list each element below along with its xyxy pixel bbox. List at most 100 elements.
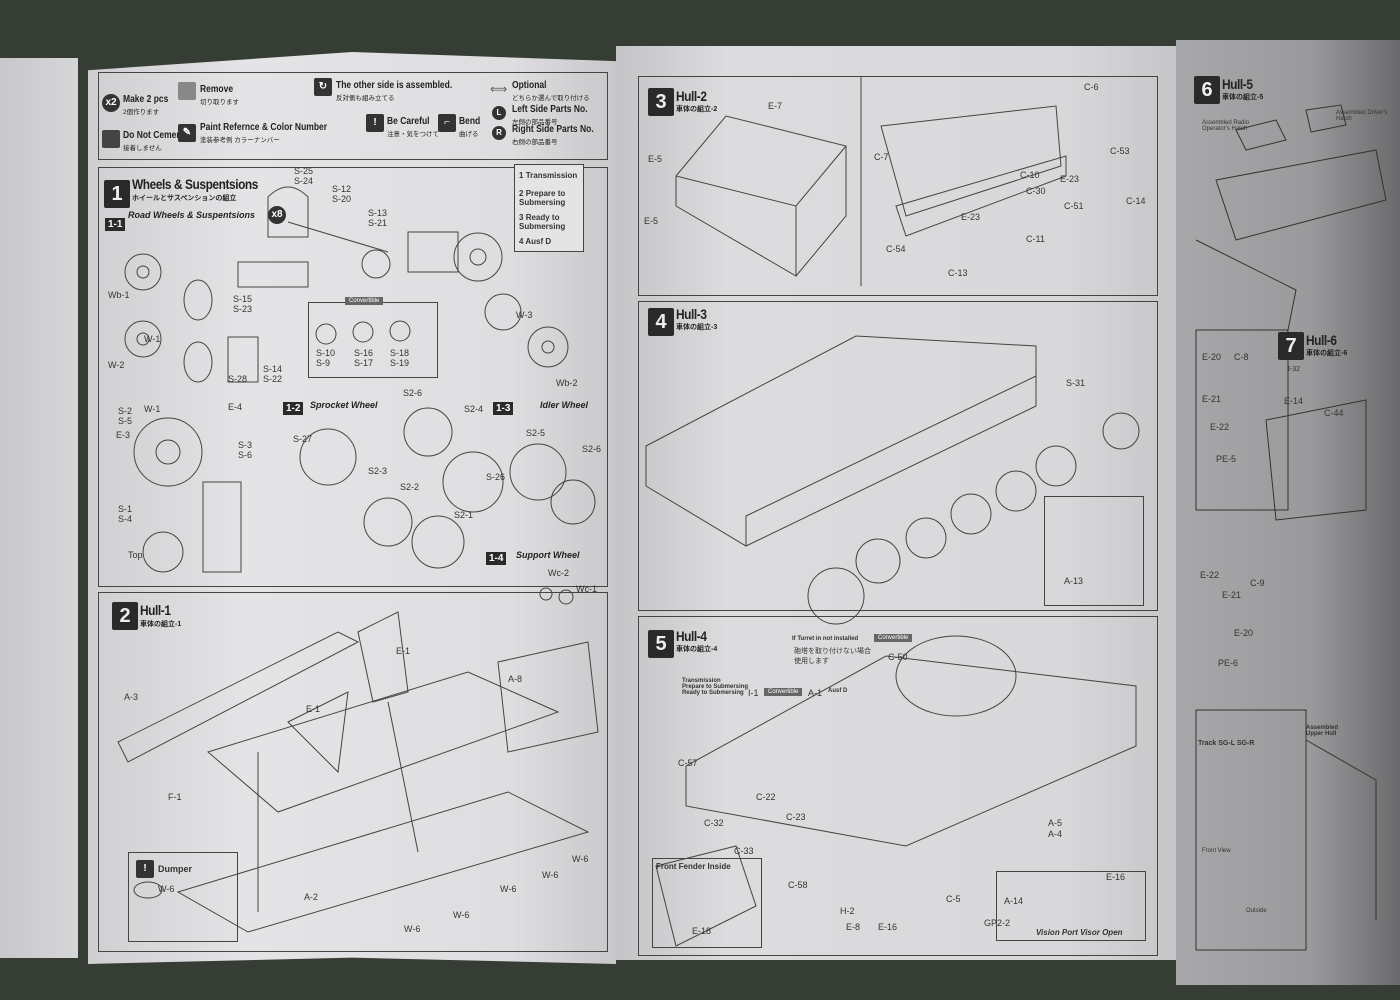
step-7-jp: 車体の組立-6	[1306, 350, 1348, 357]
part-label: W-1	[144, 334, 161, 344]
part-label: A-3	[124, 692, 139, 702]
outside-label: Outside	[1246, 908, 1267, 914]
vision-port-box	[996, 871, 1146, 941]
part-label: C-6	[1084, 82, 1099, 92]
part-label: S-22	[263, 374, 283, 384]
part-label: C-9	[1250, 578, 1265, 588]
part-label: C-54	[886, 244, 906, 254]
step-2-jp: 車体の組立-1	[140, 621, 182, 628]
do-not-cement-icon	[102, 130, 120, 148]
legend-do-not-cement-jp: 接着しません	[123, 145, 162, 152]
hull-1-drawing	[117, 611, 599, 933]
step-2-title: Hull-1	[140, 602, 171, 618]
part-label: E-23	[961, 212, 981, 222]
part-label: Wb-2	[556, 378, 578, 388]
dumper-box	[128, 852, 238, 942]
hull-5-6-drawings	[1195, 104, 1387, 951]
part-label: E-3	[116, 430, 131, 440]
part-label: S2-6	[582, 444, 602, 454]
step-4-number: 4	[648, 308, 674, 336]
qty-badge: x8	[268, 206, 286, 224]
left-side-icon: L	[492, 106, 506, 120]
part-label: S-9	[316, 358, 331, 368]
step-1-3-title: Idler Wheel	[540, 400, 589, 410]
previous-page-edge	[0, 58, 78, 958]
part-label: S2-2	[400, 482, 420, 492]
part-label: PE-5	[1216, 454, 1237, 464]
part-label: S-20	[332, 194, 352, 204]
part-label: E-8	[846, 922, 861, 932]
front-fender-label: Front Fender Inside	[656, 862, 731, 871]
part-label: W-6	[572, 854, 589, 864]
part-label: W-6	[500, 884, 517, 894]
step-5-panel	[638, 616, 1158, 956]
part-label: W-6	[158, 884, 175, 894]
step-4-jp: 車体の組立-3	[676, 324, 718, 331]
step-3-title: Hull-2	[676, 88, 707, 104]
step-1-4-number: 1-4	[486, 552, 507, 565]
step-1-3-number: 1-3	[493, 402, 514, 415]
optional-arrow-icon: ⟺	[490, 82, 508, 96]
step-2-number: 2	[112, 602, 138, 630]
step-1-2-title: Sprocket Wheel	[310, 400, 378, 410]
make-2-icon: x2	[102, 94, 120, 112]
legend-remove-jp: 切り取ります	[200, 99, 239, 106]
part-label: GP2-2	[984, 918, 1011, 928]
part-label: S-18	[390, 348, 410, 358]
part-label: S-26	[486, 472, 506, 482]
part-label: E-14	[1284, 396, 1304, 406]
part-label: C-10	[1020, 170, 1040, 180]
part-label: E-21	[1222, 590, 1242, 600]
step-6-title: Hull-5	[1222, 76, 1253, 92]
part-label: S2-4	[464, 404, 484, 414]
step-5-title: Hull-4	[676, 628, 707, 644]
part-label: W-6	[453, 910, 470, 920]
step-7-number: 7	[1278, 332, 1304, 360]
part-label: W-6	[542, 870, 559, 880]
part-label: A-1	[808, 688, 823, 698]
legend-left-jp: 左側の部品番号	[512, 119, 558, 126]
part-label: Wc-2	[548, 568, 569, 578]
step-1-number: 1	[104, 180, 130, 208]
part-label: A-2	[304, 892, 319, 902]
caution-icon: !	[136, 860, 154, 878]
turret-note: If Turret in not installed	[792, 636, 859, 642]
vision-port-label: Vision Port Visor Open	[1036, 928, 1123, 937]
part-label: E-16	[1106, 872, 1126, 882]
part-label: S-27	[293, 434, 313, 444]
part-label: I-1	[748, 688, 759, 698]
step-5-jp: 車体の組立-4	[676, 646, 718, 653]
caution-icon: !	[366, 114, 384, 132]
step-1-panel	[98, 167, 608, 587]
part-label: C-53	[1110, 146, 1130, 156]
part-label: C-50	[888, 652, 908, 662]
variant-table: 1 Transmission 2 Prepare to Submersing 3…	[514, 164, 584, 252]
legend-make2-jp: 2個作ります	[123, 109, 160, 116]
part-label: W-1	[144, 404, 161, 414]
step-7-title: Hull-6	[1306, 332, 1337, 348]
step-1-drawings	[124, 186, 596, 605]
bend-icon: ⌐	[438, 114, 456, 132]
part-label: E-23	[1060, 174, 1080, 184]
legend-bend: Bend	[459, 116, 481, 127]
legend-right-jp: 右側の部品番号	[512, 139, 558, 146]
legend-careful-jp: 注意・気をつけて	[387, 131, 439, 138]
right-side-icon: R	[492, 126, 506, 140]
part-label: E-20	[1234, 628, 1254, 638]
step-4-panel	[638, 301, 1158, 611]
part-label: C-8	[1234, 352, 1249, 362]
step-3-number: 3	[648, 88, 674, 116]
variant-3: 3 Ready to Submersing	[519, 213, 566, 231]
legend-optional-jp: どちらか選んで取り付ける	[512, 95, 590, 102]
variant-4: 4 Ausf D	[519, 237, 552, 246]
part-label: S-4	[118, 514, 133, 524]
variant-ausf-d: Ausf D	[828, 688, 848, 694]
step-1-title: Wheels & Suspentsions	[132, 176, 258, 192]
remove-icon	[178, 82, 196, 100]
step-1-jp: ホイールとサスペンションの組立	[132, 195, 237, 202]
part-label: E-1	[306, 704, 321, 714]
part-label: E-20	[1202, 352, 1222, 362]
turret-note-jp: 砲塔を取り付けない場合使用します	[794, 648, 871, 665]
front-view-label: Front View	[1202, 848, 1231, 854]
